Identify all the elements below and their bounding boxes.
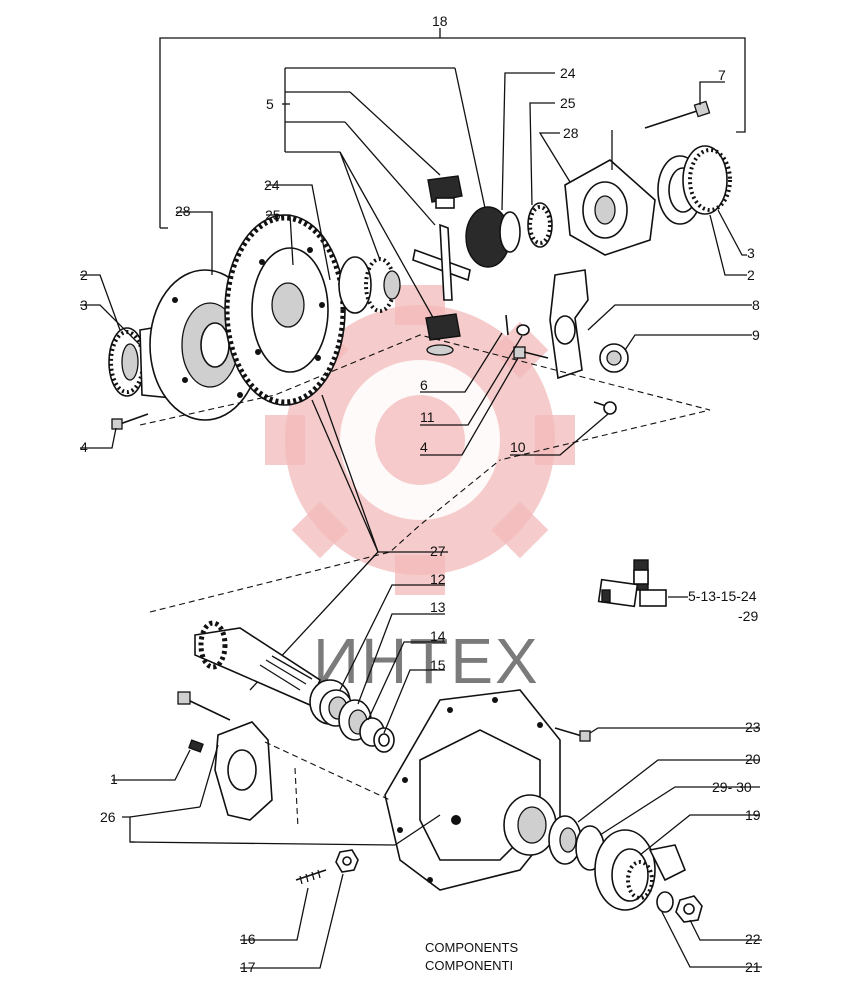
callout-24-left: 24 <box>264 177 280 193</box>
bolt-10 <box>593 401 617 415</box>
callout-18: 18 <box>432 13 448 29</box>
seal-9 <box>599 343 629 373</box>
spacer-15 <box>373 727 395 753</box>
callout-16: 16 <box>240 931 256 947</box>
callout-6: 6 <box>420 377 428 393</box>
pin-6 <box>505 314 509 336</box>
washer-11 <box>516 324 530 336</box>
callout-15: 15 <box>430 657 446 673</box>
callout-27: 27 <box>430 543 446 559</box>
callout-4-left: 4 <box>80 439 88 455</box>
callout-29-30: 29- 30 <box>712 779 752 795</box>
callout-1: 1 <box>110 771 118 787</box>
nut-22 <box>675 895 703 923</box>
bearing-20 <box>548 815 582 865</box>
bracket-5 <box>282 67 489 331</box>
caption: COMPONENTS COMPONENTI <box>425 940 519 973</box>
bolt-4-mid <box>513 346 549 359</box>
bolt-4-left <box>111 413 149 430</box>
callout-23: 23 <box>745 719 761 735</box>
assembly-line-upper <box>139 334 711 461</box>
callout-20: 20 <box>745 751 761 767</box>
callout-28-right: 28 <box>563 125 579 141</box>
callout-10: 10 <box>510 439 526 455</box>
nut-17 <box>335 849 359 873</box>
side-gear-right-24 <box>465 206 521 268</box>
pinion-gear-bottom <box>425 313 461 356</box>
callout-4-mid: 4 <box>420 439 428 455</box>
thrust-washer-25 <box>527 202 553 248</box>
kit-note-line1: 5-13-15-24 <box>688 588 757 604</box>
kit-note: 5-13-15-24 -29 <box>668 588 758 624</box>
callout-2-left: 2 <box>80 267 88 283</box>
callouts: 18 5 24 25 28 7 24 25 28 2 3 3 2 8 9 6 1… <box>80 13 761 975</box>
assembly-line-cap <box>294 767 299 829</box>
callout-13: 13 <box>430 599 446 615</box>
leader-lines-upper <box>80 72 752 456</box>
callout-3-left: 3 <box>80 297 88 313</box>
right-diff-case-28 <box>564 130 656 256</box>
ring-gear-27 <box>224 214 346 406</box>
right-bearing-2 <box>682 145 732 215</box>
callout-24-top: 24 <box>560 65 576 81</box>
callout-25-left: 25 <box>265 207 281 223</box>
callout-11: 11 <box>420 409 435 425</box>
caption-line2: COMPONENTI <box>425 958 513 973</box>
lock-plate-8 <box>549 269 589 380</box>
assembly-line-lower <box>264 741 391 801</box>
callout-17: 17 <box>240 959 256 975</box>
callout-25-top: 25 <box>560 95 576 111</box>
callout-26: 26 <box>100 809 116 825</box>
watermark-text: ИНТЕХ <box>313 625 540 697</box>
dowel-1 <box>188 739 204 753</box>
pinion-gear-top <box>427 175 463 209</box>
callout-3-right: 3 <box>747 245 755 261</box>
kit-note-line2: -29 <box>738 608 758 624</box>
callout-7: 7 <box>718 67 726 83</box>
callout-8: 8 <box>752 297 760 313</box>
bolt-23 <box>554 727 591 742</box>
side-gear-left-24 <box>338 256 401 314</box>
callout-9: 9 <box>752 327 760 343</box>
callout-19: 19 <box>745 807 761 823</box>
bracket-18 <box>159 28 746 229</box>
washer-21 <box>656 891 674 913</box>
caption-line1: COMPONENTS <box>425 940 519 955</box>
callout-2-right: 2 <box>747 267 755 283</box>
leader-lines-lower <box>112 584 762 969</box>
axle-housing <box>384 689 561 891</box>
callout-14: 14 <box>430 628 446 644</box>
bolt-26 <box>177 691 231 721</box>
callout-28-left: 28 <box>175 203 191 219</box>
bearing-cap-26 <box>214 721 273 821</box>
bolt-7 <box>644 100 711 129</box>
stud-16 <box>295 869 327 885</box>
kit-pictogram <box>597 559 667 608</box>
callout-5: 5 <box>266 96 274 112</box>
callout-21: 21 <box>745 959 761 975</box>
callout-12: 12 <box>430 571 446 587</box>
flange-19 <box>594 829 687 911</box>
assembly-line-mid <box>149 459 501 613</box>
spider-shaft <box>412 223 471 301</box>
callout-22: 22 <box>745 931 761 947</box>
